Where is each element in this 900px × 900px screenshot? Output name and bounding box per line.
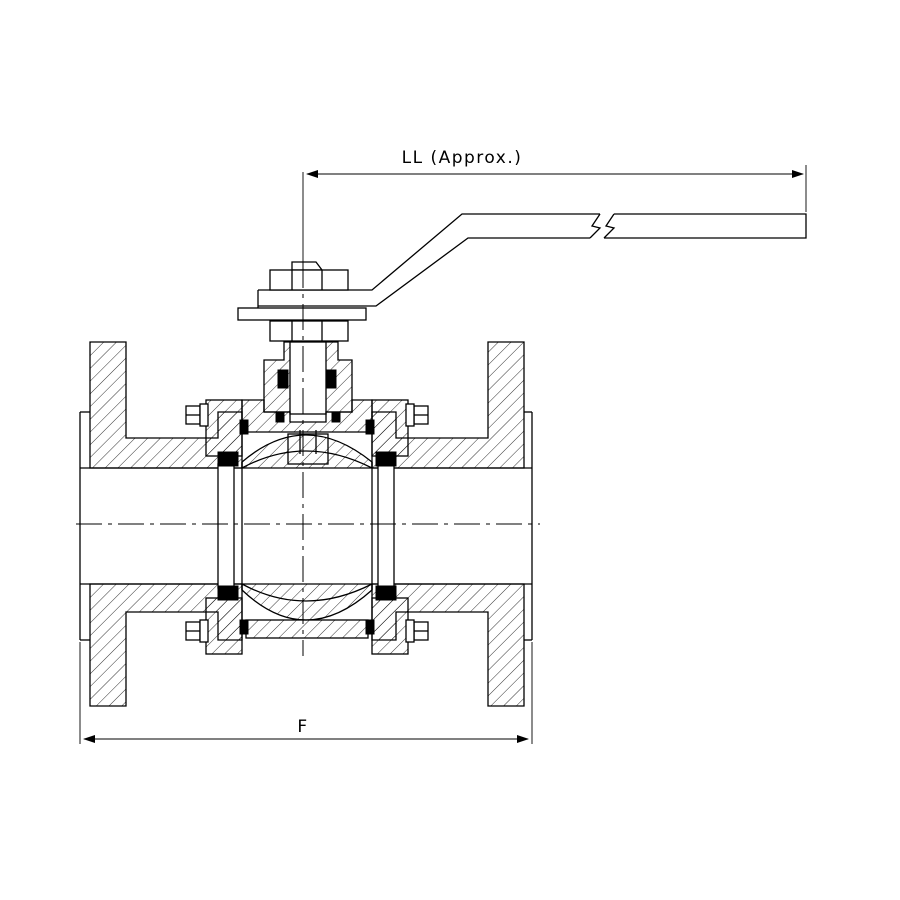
stem-gland [263,341,353,423]
body-bottom [245,619,369,639]
body-bolt-flanges [205,399,409,655]
ll-dimension: LL (Approx.) [302,148,807,268]
seat-rings [217,419,397,635]
bolts [185,403,429,643]
centre-lines [76,262,540,656]
f-dimension: F [79,642,533,744]
lever-handle [237,213,807,321]
bore [80,467,532,585]
f-dimension-label: F [297,717,308,737]
ll-dimension-label: LL (Approx.) [402,148,523,168]
stem-nut-lower [269,320,349,342]
stem-nut-upper [269,261,349,291]
ball [241,434,373,621]
